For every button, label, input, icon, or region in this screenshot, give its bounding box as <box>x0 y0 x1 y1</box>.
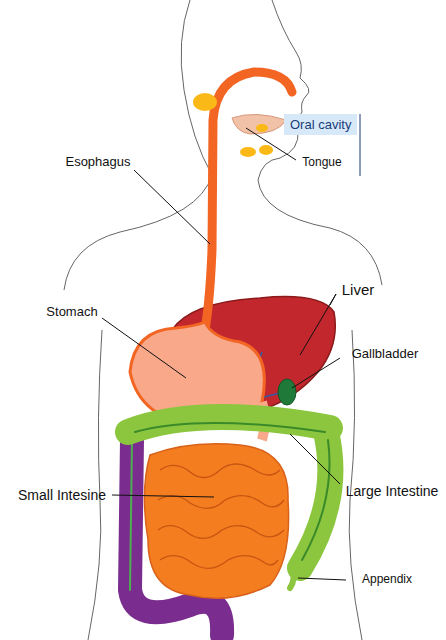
body-outline <box>64 0 382 640</box>
intestine-folds <box>158 464 284 568</box>
tongue-shape <box>232 114 286 134</box>
large-intestine-shape <box>128 417 330 635</box>
appendix-shape <box>290 565 294 588</box>
salivary-gland <box>259 145 273 155</box>
organ-label: Small Intesine <box>18 487 106 503</box>
organ-label: Appendix <box>362 573 412 587</box>
salivary-gland <box>240 147 256 157</box>
organ-label: Tongue <box>302 156 341 170</box>
leader-line <box>102 128 346 580</box>
organ-label: Stomach <box>46 305 97 320</box>
organ-label: Gallbladder <box>352 347 419 362</box>
salivary-gland <box>193 93 217 111</box>
esophagus-tube <box>205 72 292 330</box>
box-label: Oral cavity <box>290 117 351 132</box>
organ-label: Esophagus <box>65 155 130 170</box>
organ-label: Liver <box>342 281 375 298</box>
salivary-gland <box>256 124 268 132</box>
bracket-line <box>360 114 361 176</box>
organ-label: Large Intestine <box>346 483 439 499</box>
small-intestine-shape <box>144 444 288 599</box>
label-box: Oral cavity <box>284 114 357 135</box>
gallbladder-shape <box>278 379 296 405</box>
